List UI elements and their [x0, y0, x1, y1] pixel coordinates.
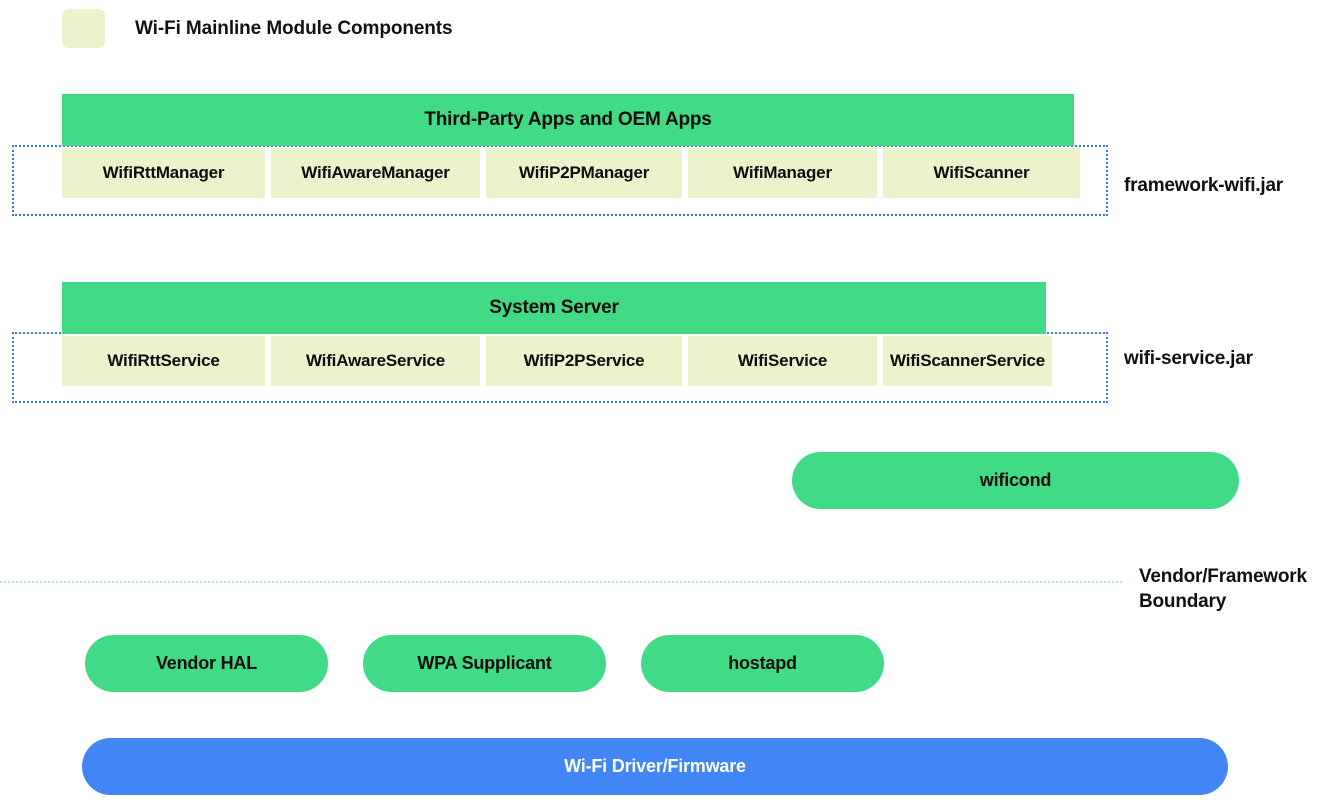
wifi-driver-firmware-bar[interactable]: Wi-Fi Driver/Firmware — [82, 738, 1228, 795]
legend-label: Wi-Fi Mainline Module Components — [135, 17, 453, 39]
component-label: WifiScannerService — [890, 351, 1045, 370]
component-wifimanager[interactable]: WifiManager — [688, 148, 877, 198]
third-party-apps-banner: Third-Party Apps and OEM Apps — [62, 94, 1074, 146]
boundary-label-line-1: Vendor/Framework — [1139, 566, 1307, 587]
wificond-pill[interactable]: wificond — [792, 452, 1239, 509]
vendor-framework-boundary-line — [0, 581, 1122, 583]
component-wifirttservice[interactable]: WifiRttService — [62, 336, 265, 386]
wifi-service-jar-label: wifi-service.jar — [1124, 348, 1253, 369]
framework-wifi-jar-label: framework-wifi.jar — [1124, 175, 1284, 196]
vendor-framework-boundary-label: Vendor/Framework Boundary — [1139, 564, 1333, 614]
component-label: WifiAwareManager — [301, 163, 450, 182]
wificond-label: wificond — [979, 470, 1052, 490]
framework-wifi-jar-group — [12, 145, 1108, 216]
wpa-supplicant-label: WPA Supplicant — [417, 653, 552, 673]
component-label: WifiScanner — [933, 163, 1030, 182]
component-wifiawaremanager[interactable]: WifiAwareManager — [271, 148, 480, 198]
wifi-driver-firmware-label: Wi-Fi Driver/Firmware — [564, 756, 746, 776]
component-label: WifiService — [737, 351, 828, 370]
system-server-banner-label: System Server — [489, 297, 619, 318]
component-wifiservice[interactable]: WifiService — [688, 336, 877, 386]
component-label: WifiP2PService — [523, 351, 645, 370]
wpa-supplicant-pill[interactable]: WPA Supplicant — [363, 635, 606, 692]
hostapd-pill[interactable]: hostapd — [641, 635, 884, 692]
system-server-banner: System Server — [62, 282, 1046, 334]
component-wifirttmanager[interactable]: WifiRttManager — [62, 148, 265, 198]
component-wifiscannerservice[interactable]: WifiScannerService — [883, 336, 1052, 386]
component-label: WifiAwareService — [305, 351, 446, 370]
vendor-hal-pill[interactable]: Vendor HAL — [85, 635, 328, 692]
vendor-hal-label: Vendor HAL — [155, 653, 257, 673]
component-label: WifiRttService — [107, 351, 220, 370]
legend-swatch-mainline-component — [62, 9, 105, 48]
component-label: WifiManager — [733, 163, 832, 182]
component-wifip2pmanager[interactable]: WifiP2PManager — [486, 148, 682, 198]
wifi-service-component-row: WifiRttService WifiAwareService WifiP2PS… — [62, 336, 1052, 386]
component-label: WifiP2PManager — [518, 163, 650, 182]
component-wifip2pservice[interactable]: WifiP2PService — [486, 336, 682, 386]
legend: Wi-Fi Mainline Module Components — [62, 9, 453, 48]
hostapd-label: hostapd — [728, 653, 797, 673]
component-wifiscanner[interactable]: WifiScanner — [883, 148, 1080, 198]
third-party-apps-banner-label: Third-Party Apps and OEM Apps — [424, 109, 712, 130]
component-label: WifiRttManager — [102, 163, 225, 182]
boundary-label-line-2: Boundary — [1139, 591, 1227, 612]
component-wifiawareservice[interactable]: WifiAwareService — [271, 336, 480, 386]
framework-wifi-component-row: WifiRttManager WifiAwareManager WifiP2PM… — [62, 148, 1080, 198]
